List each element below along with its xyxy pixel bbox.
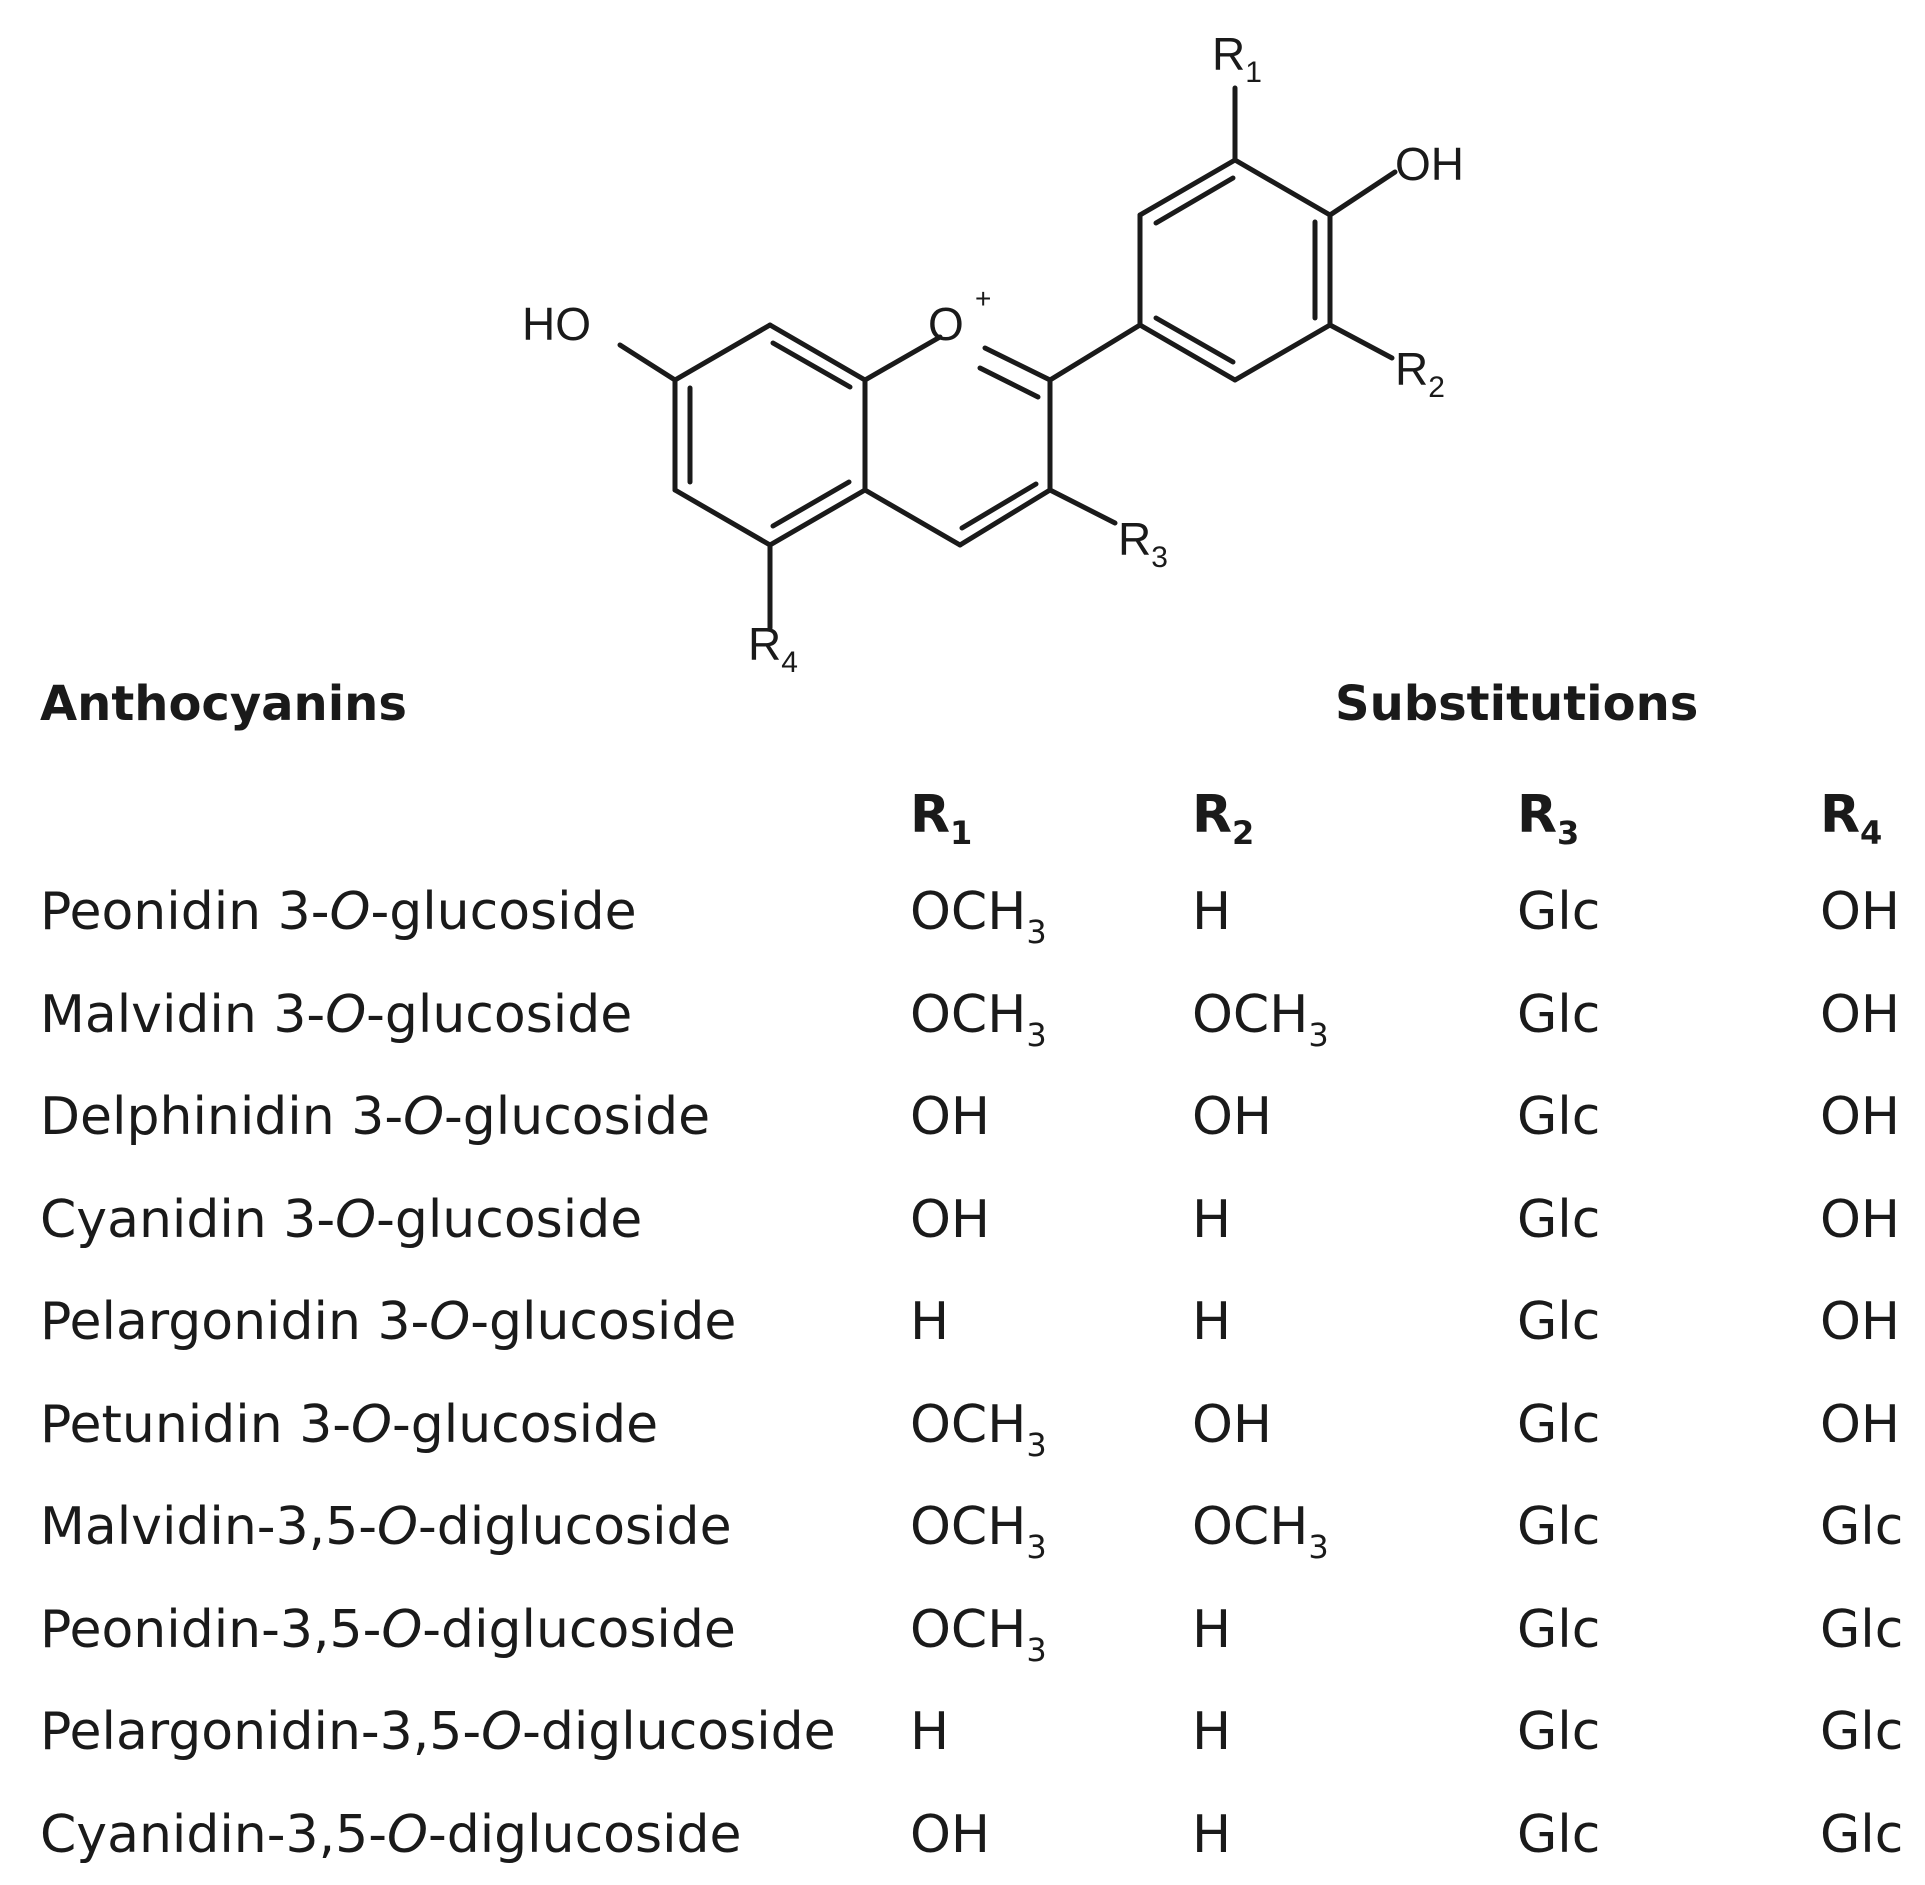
substitution-r2: H — [1192, 1805, 1232, 1865]
substitution-r3: Glc — [1517, 1600, 1601, 1660]
substitution-r4: Glc — [1820, 1702, 1904, 1762]
column-header-r4: R4 — [1820, 785, 1883, 852]
substitution-r1: H — [910, 1702, 950, 1762]
bond-link — [1047, 322, 1143, 383]
column-header-r2: R2 — [1192, 785, 1255, 852]
column-header-r3: R3 — [1517, 785, 1580, 852]
substitution-r3: Glc — [1517, 1292, 1601, 1352]
bond — [982, 345, 1053, 383]
substitution-r1: OH — [910, 1190, 991, 1250]
anthocyanin-name: Peonidin-3,5-O-diglucoside — [40, 1600, 736, 1660]
label-oh: OH — [1395, 138, 1464, 190]
substitution-r4: OH — [1820, 1087, 1901, 1147]
bond — [862, 334, 943, 383]
bond-double — [1153, 315, 1236, 365]
bond-double — [770, 340, 853, 390]
bond — [1137, 157, 1238, 218]
label-r1: R1 — [1212, 28, 1262, 89]
anthocyanin-name: Delphinidin 3-O-glucoside — [40, 1087, 711, 1147]
label-r4: R4 — [748, 618, 798, 679]
substitution-r3: Glc — [1517, 1395, 1601, 1455]
bond — [672, 487, 773, 548]
anthocyanin-name: Malvidin-3,5-O-diglucoside — [40, 1497, 732, 1557]
substitution-r2: H — [1192, 1702, 1232, 1762]
substitution-r4: Glc — [1820, 1497, 1904, 1557]
substitution-r3: Glc — [1517, 1497, 1601, 1557]
substitution-r2: H — [1192, 1292, 1232, 1352]
substitution-r3: Glc — [1517, 1702, 1601, 1762]
bond — [767, 487, 868, 548]
substitution-r1: OH — [910, 1087, 991, 1147]
substitution-r1: OCH3 — [910, 882, 1047, 951]
label-ho: HO — [522, 298, 591, 350]
bond-r2 — [1327, 322, 1395, 361]
anthocyanin-name: Cyanidin-3,5-O-diglucoside — [40, 1805, 742, 1865]
substitution-r1: OCH3 — [910, 1497, 1047, 1566]
anthocyanin-name: Petunidin 3-O-glucoside — [40, 1395, 659, 1455]
substitution-r2: OH — [1192, 1395, 1273, 1455]
bond — [1137, 322, 1238, 383]
substitution-r4: OH — [1820, 1190, 1901, 1250]
bond-double — [959, 481, 1039, 531]
anthocyanin-name: Peonidin 3-O-glucoside — [40, 882, 637, 942]
substitution-r3: Glc — [1517, 882, 1601, 942]
substitution-r2: H — [1192, 1600, 1232, 1660]
label-r2: R2 — [1395, 343, 1445, 404]
substitution-r2: OCH3 — [1192, 1497, 1329, 1566]
anthocyanin-name: Pelargonidin-3,5-O-diglucoside — [40, 1702, 836, 1762]
bond-lines — [617, 85, 1398, 631]
bond — [672, 322, 773, 383]
bond-double — [977, 365, 1041, 400]
substitution-r1: OCH3 — [910, 1395, 1047, 1464]
header-substitutions: Substitutions — [1335, 676, 1699, 732]
bond-r3 — [1047, 487, 1118, 526]
substitution-r4: OH — [1820, 985, 1901, 1045]
substitution-r1: OCH3 — [910, 985, 1047, 1054]
substitution-r1: OCH3 — [910, 1600, 1047, 1669]
anthocyanin-structure: HO O + OH R1 R2 R3 R4 — [522, 28, 1464, 679]
bond — [957, 487, 1053, 548]
substitution-r2: H — [1192, 1190, 1232, 1250]
bond — [862, 487, 963, 548]
substitution-r2: OH — [1192, 1087, 1273, 1147]
column-header-r1: R1 — [910, 785, 973, 852]
bond — [1232, 157, 1333, 218]
anthocyanin-name: Pelargonidin 3-O-glucoside — [40, 1292, 737, 1352]
bond-double — [770, 479, 852, 529]
label-plus: + — [975, 283, 991, 314]
substitution-r4: OH — [1820, 1395, 1901, 1455]
anthocyanin-name: Cyanidin 3-O-glucoside — [40, 1190, 643, 1250]
substitution-r3: Glc — [1517, 1190, 1601, 1250]
bond — [1232, 322, 1333, 383]
label-oxonium: O — [928, 298, 964, 350]
substitution-r3: Glc — [1517, 1087, 1601, 1147]
substitution-r4: OH — [1820, 882, 1901, 942]
substitution-r2: H — [1192, 882, 1232, 942]
substitution-r4: OH — [1820, 1292, 1901, 1352]
substitution-r4: Glc — [1820, 1805, 1904, 1865]
bond-double — [1153, 175, 1236, 226]
bond-oh — [1327, 169, 1398, 218]
substitution-r2: OCH3 — [1192, 985, 1329, 1054]
substitution-r3: Glc — [1517, 985, 1601, 1045]
substitution-r4: Glc — [1820, 1600, 1904, 1660]
label-r3: R3 — [1118, 513, 1168, 574]
substitution-r3: Glc — [1517, 1805, 1601, 1865]
bond-oh — [617, 342, 678, 383]
anthocyanin-name: Malvidin 3-O-glucoside — [40, 985, 633, 1045]
bond — [767, 322, 868, 383]
substitution-r1: H — [910, 1292, 950, 1352]
substitution-r1: OH — [910, 1805, 991, 1865]
header-anthocyanins: Anthocyanins — [40, 676, 407, 732]
